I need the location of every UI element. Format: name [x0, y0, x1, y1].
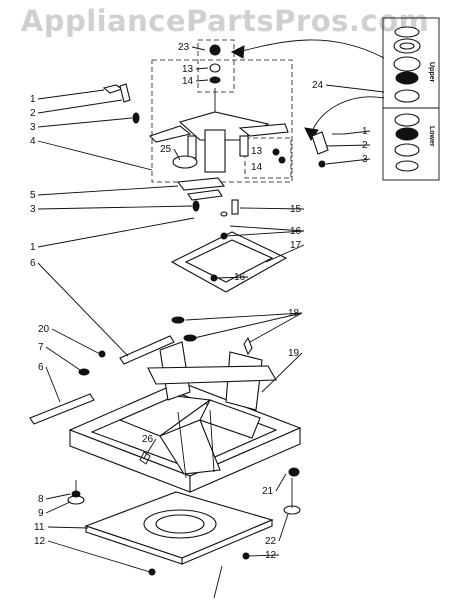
leader-c3a — [37, 117, 133, 128]
leader-c14a — [195, 79, 209, 82]
callout-c17: 17 — [290, 240, 302, 251]
leader-c8 — [45, 493, 71, 500]
callout-c3c: 3 — [30, 204, 36, 215]
callout-c19: 19 — [288, 348, 300, 359]
leader-c22 — [278, 513, 289, 542]
inset-upper-label: Upper — [428, 62, 435, 83]
leveling-legs — [67, 451, 301, 599]
callout-c14a: 14 — [182, 76, 194, 87]
leader-c12b — [247, 554, 280, 557]
callout-c3a: 3 — [30, 122, 36, 133]
callout-c24: 24 — [312, 80, 324, 91]
leader-c20 — [51, 328, 101, 355]
bearing-inset — [382, 17, 440, 181]
transmission-assembly — [148, 44, 289, 173]
callout-c6a: 6 — [30, 258, 36, 269]
leader-c3c — [37, 205, 193, 210]
callout-c16a: 16 — [290, 226, 302, 237]
leader-c6b — [45, 366, 61, 403]
watermark: AppliancePartsPros.com — [20, 4, 430, 38]
callout-c2a: 2 — [30, 108, 36, 119]
leader-c25 — [173, 148, 181, 161]
left-hardware — [102, 83, 344, 217]
leader-c4 — [37, 140, 153, 171]
leader-c1b — [343, 130, 371, 135]
leader-c23 — [191, 46, 206, 51]
leader-c19 — [261, 352, 303, 393]
callout-c25: 25 — [160, 144, 172, 155]
leader-c3b — [325, 158, 371, 165]
leader-c21 — [275, 473, 287, 492]
leader-c9 — [45, 501, 71, 514]
base-frame — [68, 341, 302, 493]
leader-c18 — [185, 312, 303, 321]
leader-c18 — [249, 312, 303, 343]
leader-c16a — [225, 230, 305, 237]
callout-c2b: 2 — [362, 140, 368, 151]
mid-hardware — [29, 316, 253, 425]
leader-c5 — [37, 185, 179, 196]
mounting-plate — [170, 231, 288, 293]
callout-c20: 20 — [38, 324, 50, 335]
leader-c6a — [37, 262, 129, 357]
callout-c13a: 13 — [182, 64, 194, 75]
leader-c18 — [193, 312, 303, 339]
leader-c1c — [37, 217, 195, 248]
leader-c13a — [195, 67, 209, 70]
upper-arrow — [237, 39, 385, 59]
callout-c13b: 13 — [251, 146, 263, 157]
inset-lower-label: Lower — [428, 126, 435, 147]
callout-c1c: 1 — [30, 242, 36, 253]
callout-c12a: 12 — [34, 536, 46, 547]
callout-c8: 8 — [38, 494, 44, 505]
leader-c7 — [45, 346, 81, 371]
callout-c5: 5 — [30, 190, 36, 201]
callout-c1a: 1 — [30, 94, 36, 105]
callout-c15: 15 — [290, 204, 302, 215]
lower-arrow — [311, 96, 385, 133]
callout-c12b: 12 — [265, 550, 277, 561]
upper-detail-box — [197, 39, 235, 93]
leader-c2b — [325, 144, 371, 147]
leader-lines — [37, 46, 385, 573]
leader-c26 — [143, 438, 157, 459]
leader-c2a — [37, 99, 123, 114]
callout-c3b: 3 — [362, 154, 368, 165]
right-detail-box — [244, 137, 292, 179]
callout-c18: 18 — [288, 308, 300, 319]
callout-c6b: 6 — [38, 362, 44, 373]
callout-c26: 26 — [142, 434, 154, 445]
callout-c23: 23 — [178, 42, 190, 53]
callout-c9: 9 — [38, 508, 44, 519]
callout-c16b: 16 — [234, 272, 246, 283]
agitator-group-box — [151, 59, 293, 183]
leader-c1a — [37, 89, 105, 100]
leader-c24 — [325, 84, 385, 93]
leader-c12a — [47, 540, 151, 573]
base-pan — [84, 491, 274, 565]
callout-c14b: 14 — [251, 162, 263, 173]
leader-c11 — [47, 526, 89, 529]
upper-arrow-head — [230, 45, 245, 59]
callout-c7: 7 — [38, 342, 44, 353]
leader-c15 — [239, 207, 305, 210]
callout-c22: 22 — [265, 536, 277, 547]
callout-c4: 4 — [30, 136, 36, 147]
callout-c1b: 1 — [362, 126, 368, 137]
leader-c16a — [229, 225, 305, 232]
leader-c16b — [216, 276, 249, 279]
callout-c21: 21 — [262, 486, 274, 497]
callout-c11: 11 — [34, 522, 45, 533]
leader-c17 — [265, 244, 305, 263]
